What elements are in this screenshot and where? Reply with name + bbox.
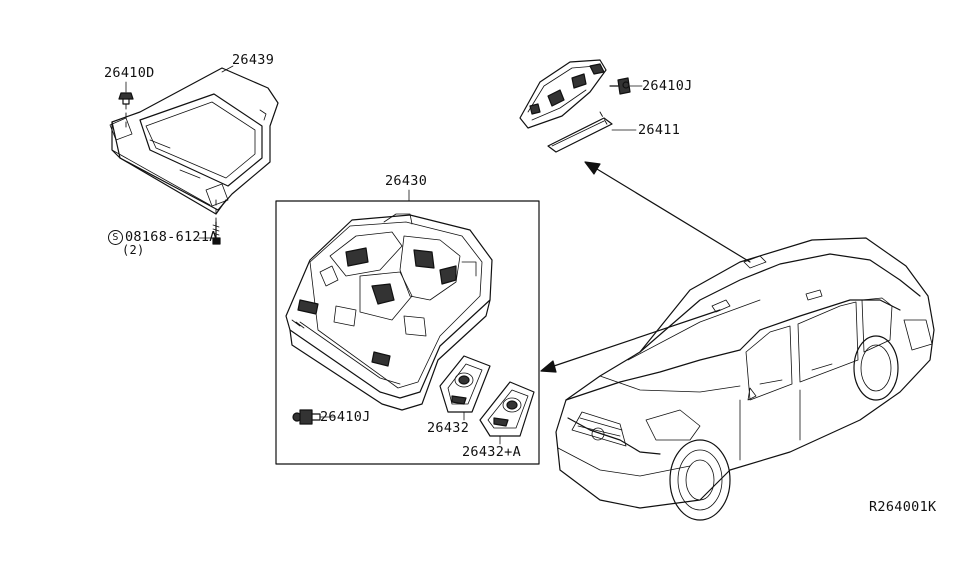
- label-clip-26410J-upper: 26410J: [642, 78, 693, 94]
- clip-26410J-upper-shape: [609, 77, 643, 95]
- bezel-26432-shape: [439, 355, 491, 421]
- clip-26410J-lower-shape: [292, 409, 335, 425]
- diagram-code: R264001K: [869, 499, 937, 515]
- label-map-lamp-26430: 26430: [385, 173, 428, 189]
- clip-26410D-shape: [118, 81, 134, 131]
- service-symbol-icon: S: [108, 230, 123, 245]
- arrow-rear-lamp: [584, 161, 751, 263]
- label-bolt-number: 08168-6121A: [125, 229, 218, 245]
- label-bezel-26432: 26432: [427, 420, 470, 436]
- assembly-frame: [275, 200, 540, 465]
- label-clip-26410D: 26410D: [104, 65, 155, 81]
- label-bolt-quantity: (2): [122, 243, 145, 257]
- arrow-map-lamp: [540, 309, 721, 373]
- map-lamp-26430: [285, 213, 493, 411]
- car-illustration: [555, 237, 935, 521]
- label-clip-26410J-lower: 26410J: [320, 409, 371, 425]
- bolt-08168-6121A-shape: [198, 199, 221, 245]
- label-bezel-26432A: 26432+A: [462, 444, 521, 460]
- bezel-26432A-shape: [479, 381, 535, 445]
- rear-lamp-26411-shape: [519, 59, 613, 153]
- label-bracket-26439: 26439: [232, 52, 275, 68]
- label-rear-lamp-26411: 26411: [638, 122, 681, 138]
- bracket-26439: [109, 67, 279, 215]
